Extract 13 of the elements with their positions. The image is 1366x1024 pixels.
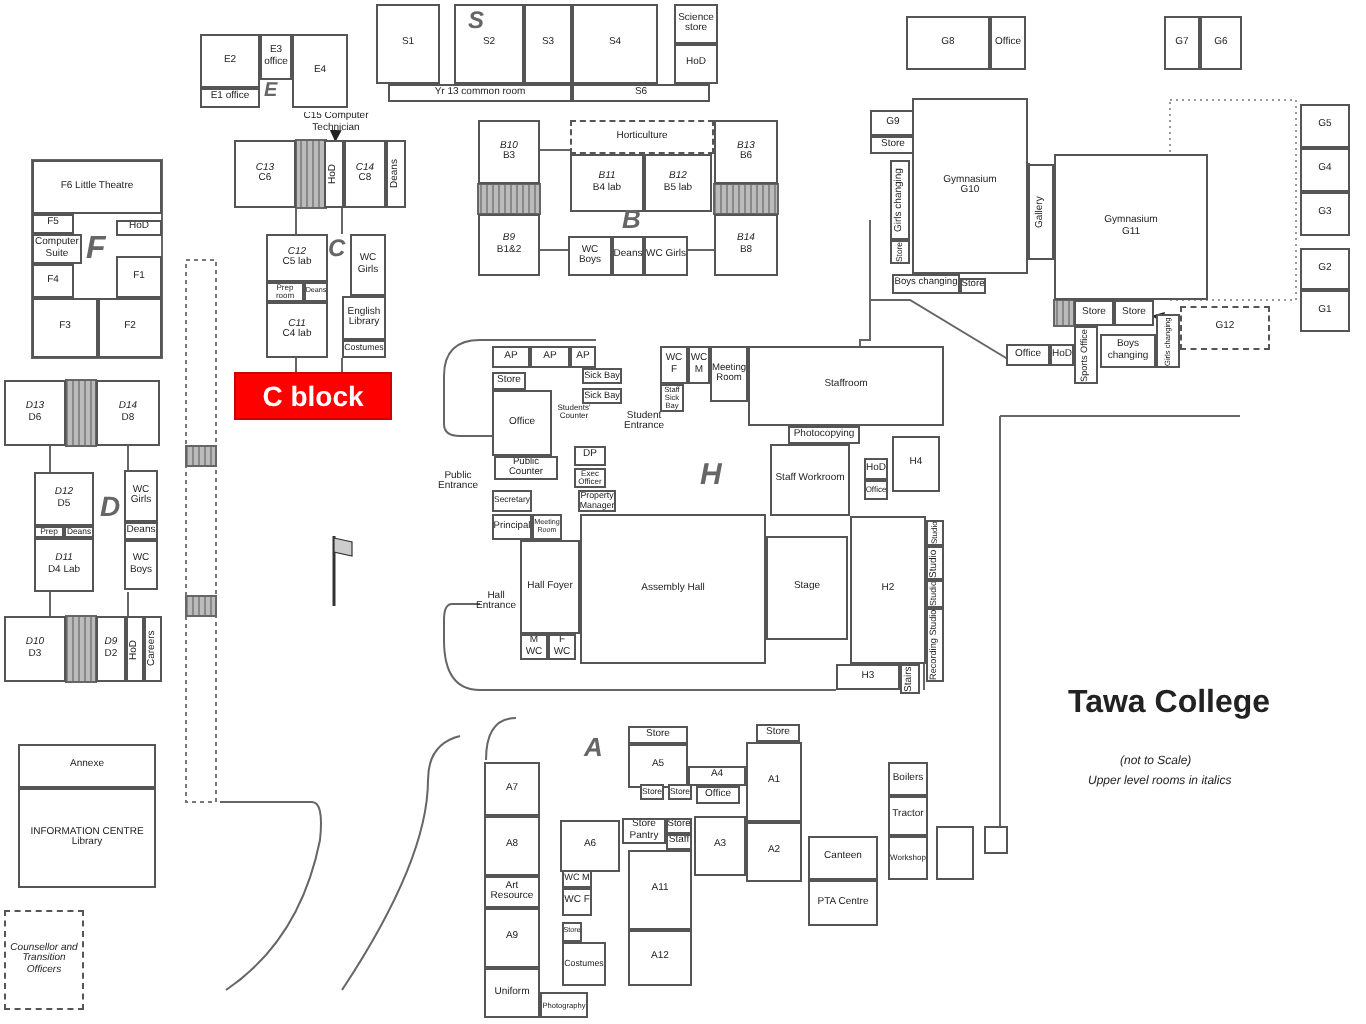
school-name: Tawa College [1068,688,1271,720]
block-letter: C [328,236,346,260]
building [984,826,1008,854]
block-letter: F [86,234,106,266]
building [936,826,974,880]
block-letter: D [100,492,121,520]
block-letter: B [622,206,641,232]
block-letter: A [584,734,603,760]
block-letter: E [264,82,278,102]
arrow [329,129,342,142]
block-letter: H [700,460,722,490]
block-sign: C block [234,372,392,420]
block-letter: S [468,8,485,32]
